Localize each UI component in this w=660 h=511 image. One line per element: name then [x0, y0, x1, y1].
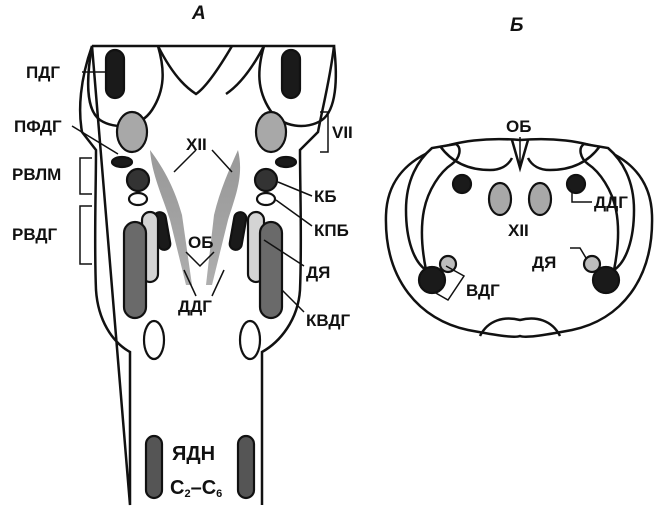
label-ddg-a: ДДГ	[178, 298, 212, 315]
label-xii-a: XII	[186, 136, 207, 153]
label-ob-b: ОБ	[506, 118, 531, 135]
pdg-right	[282, 50, 300, 98]
label-vii: VII	[332, 124, 353, 141]
label-rvlm: РВЛМ	[12, 166, 61, 183]
panel-a-nuclei	[106, 50, 300, 498]
panel-b-title: Б	[510, 16, 523, 35]
label-ddg-b: ДДГ	[594, 194, 628, 211]
label-yadn: ЯДН	[172, 444, 215, 464]
label-kpb: КПБ	[314, 222, 349, 239]
label-segments: C2–C6	[170, 478, 222, 500]
label-vdg: ВДГ	[466, 282, 500, 299]
label-rvdg: РВДГ	[12, 226, 57, 243]
label-kb: КБ	[314, 188, 337, 205]
label-kvdg: КВДГ	[306, 312, 350, 329]
label-dya-a: ДЯ	[306, 264, 330, 281]
label-pfdg: ПФДГ	[14, 118, 62, 135]
pdg-left	[106, 50, 124, 98]
label-ob-a: ОБ	[188, 234, 213, 251]
label-xii-b: XII	[508, 222, 529, 239]
panel-a-title: А	[192, 4, 206, 23]
label-dya-b: ДЯ	[532, 254, 556, 271]
label-pdg: ПДГ	[26, 64, 60, 81]
